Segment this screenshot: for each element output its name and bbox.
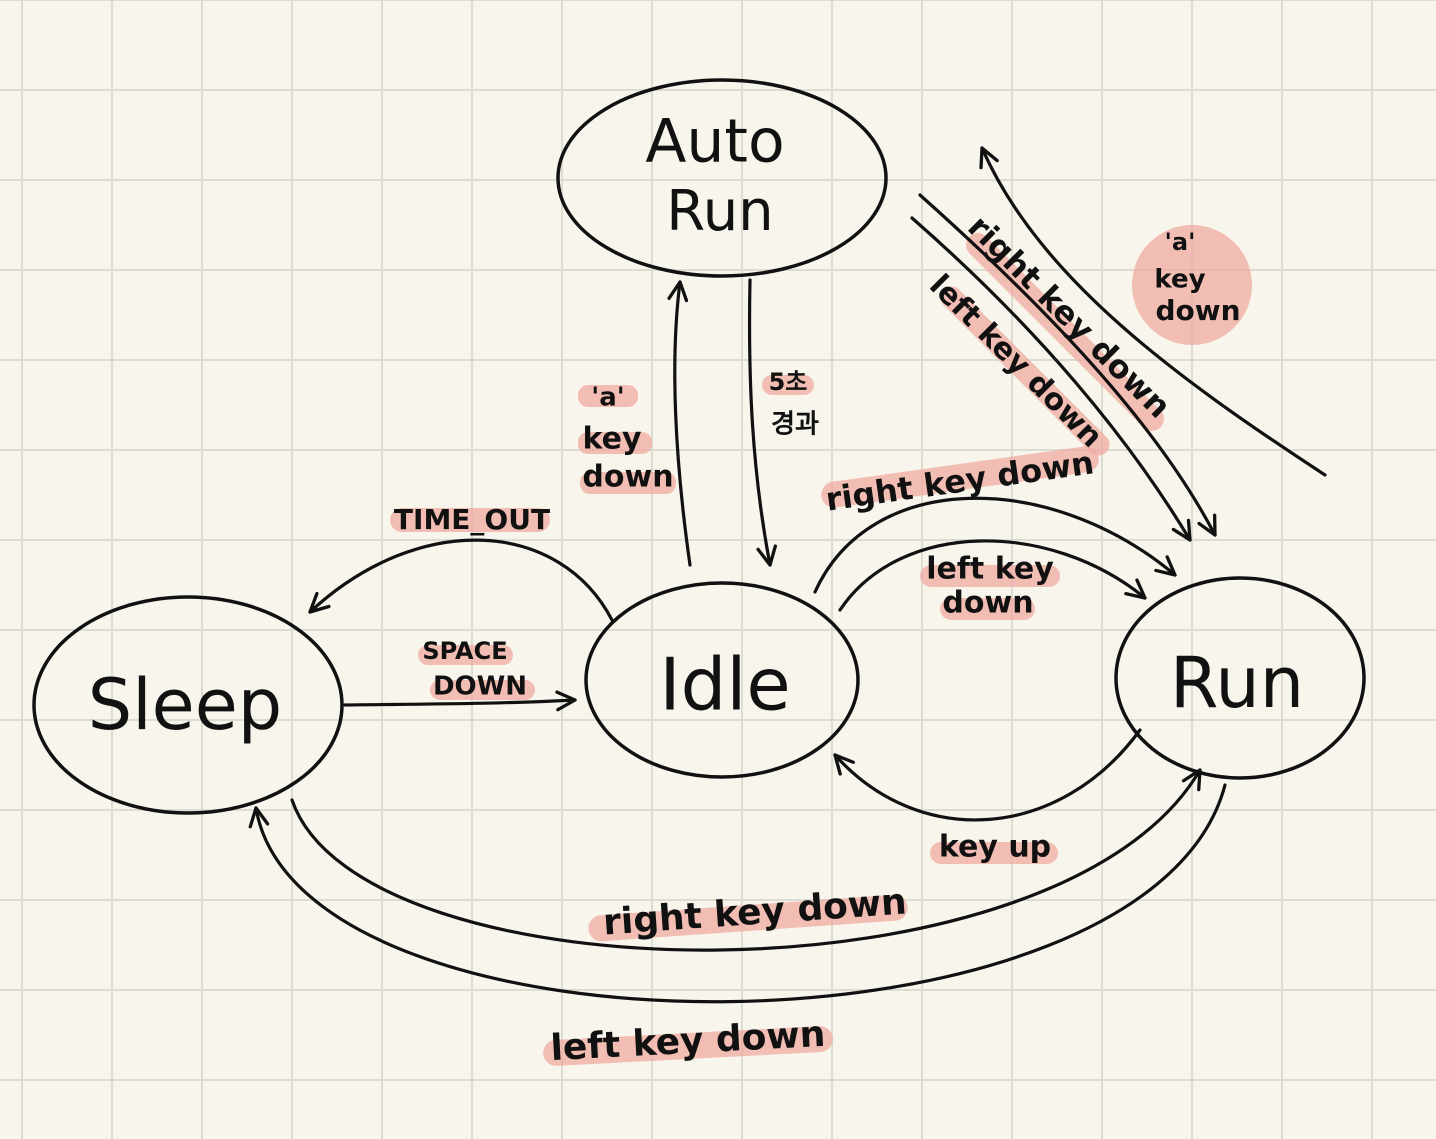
label-sleep-to-idle-1: SPACE xyxy=(422,637,507,665)
state-idle: Idle xyxy=(584,581,860,779)
state-idle-circle xyxy=(584,581,860,779)
edge-autorun-to-run-right xyxy=(918,193,1217,537)
highlight-timeout xyxy=(390,508,550,532)
label-idle-to-autorun-3: down xyxy=(582,460,673,495)
state-idle-label: Idle xyxy=(659,643,790,727)
label-idle-to-autorun-1: 'a' xyxy=(591,383,624,413)
transitions xyxy=(248,146,1327,1004)
highlight-down xyxy=(580,472,676,494)
highlight-down3 xyxy=(940,598,1035,620)
label-idle-to-sleep: TIME_OUT xyxy=(394,503,550,536)
highlight-key-up xyxy=(930,842,1058,864)
label-run-to-autorun-2: key xyxy=(1154,265,1205,295)
edge-labels: 'a' key down 5초 경과 TIME_OUT SPACE DOWN r… xyxy=(394,208,1241,1070)
highlight-space xyxy=(418,645,513,665)
state-sleep: Sleep xyxy=(32,595,344,815)
edge-autorun-to-idle xyxy=(747,278,778,567)
state-run-circle xyxy=(1114,576,1366,780)
highlight-auto-run-left xyxy=(940,286,1110,456)
label-idle-to-run-left-1: left key xyxy=(926,552,1054,587)
edge-idle-to-run-right xyxy=(813,496,1177,594)
edge-run-to-idle xyxy=(833,728,1142,822)
label-idle-to-autorun-2: key xyxy=(582,422,641,457)
highlight-key xyxy=(578,432,652,454)
edge-run-to-autorun xyxy=(979,146,1327,477)
highlight-sleep-run-left xyxy=(543,1026,833,1066)
edge-idle-to-sleep xyxy=(308,538,614,622)
edge-idle-to-autorun xyxy=(667,280,692,567)
label-run-to-autorun-3: down xyxy=(1155,294,1240,327)
label-sleep-to-run-right: right key down xyxy=(602,881,908,943)
label-idle-to-run-right: right key down xyxy=(823,443,1096,518)
highlight-a-key xyxy=(578,385,638,407)
state-auto-run-label-2: Run xyxy=(666,179,773,244)
label-autorun-to-idle-1: 5초 xyxy=(769,368,808,396)
edge-sleep-to-idle xyxy=(343,690,577,712)
edge-idle-to-run-left xyxy=(838,539,1147,612)
label-sleep-to-idle-2: DOWN xyxy=(433,672,527,702)
state-sleep-circle xyxy=(32,595,344,815)
highlight-idle-run-right xyxy=(821,446,1099,508)
highlight-run-auto-a xyxy=(1132,225,1252,345)
state-auto-run-circle xyxy=(556,78,888,278)
highlight-5sec xyxy=(762,375,814,395)
label-run-to-idle: key up xyxy=(939,830,1051,865)
state-auto-run: Auto Run xyxy=(556,78,888,278)
label-idle-to-run-left-2: down xyxy=(942,586,1033,621)
label-sleep-to-run-left: left key down xyxy=(550,1014,827,1069)
state-sleep-label: Sleep xyxy=(88,664,282,746)
highlight-sleep-run-right xyxy=(588,894,908,942)
edge-autorun-to-run-left xyxy=(910,216,1192,542)
state-run: Run xyxy=(1114,576,1366,780)
edge-sleep-to-run-right xyxy=(290,768,1202,952)
state-run-label: Run xyxy=(1170,642,1304,724)
state-auto-run-label-1: Auto xyxy=(645,107,784,177)
edge-sleep-to-run-left xyxy=(248,783,1227,1004)
highlight-left-key xyxy=(920,565,1060,587)
highlight-down2 xyxy=(430,680,535,700)
label-autorun-to-idle-2: 경과 xyxy=(771,410,819,440)
label-run-to-autorun-1: 'a' xyxy=(1165,228,1196,256)
